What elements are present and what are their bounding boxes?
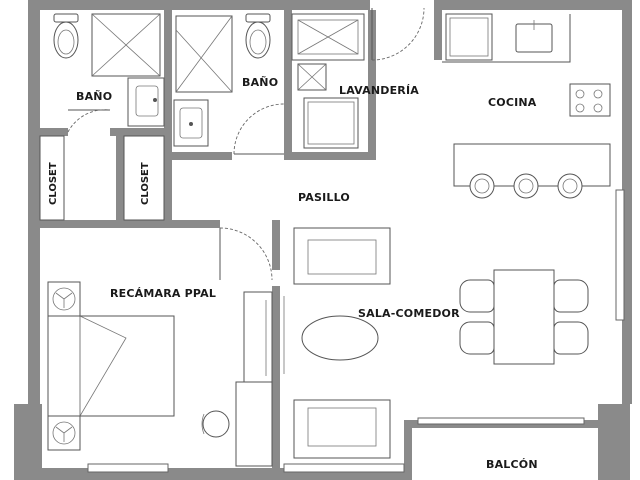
wardrobe-icon [243, 291, 273, 383]
washer-icon [291, 13, 365, 61]
label-bano-2: BAÑO [242, 76, 278, 89]
water-heater-icon [297, 63, 327, 91]
windows [87, 189, 625, 473]
door-bath-1 [67, 109, 111, 133]
desk-icon [235, 381, 273, 467]
dining-table-icon [493, 269, 555, 365]
sink-icon [127, 77, 165, 127]
stove-icon [569, 83, 611, 117]
sofa-top-icon [293, 227, 391, 285]
label-lavanderia: LAVANDERÍA [339, 84, 419, 97]
sofa-bottom-icon [293, 399, 391, 459]
closets [39, 135, 165, 221]
nightstand-top-icon [47, 281, 81, 317]
shower-icon [91, 13, 161, 77]
fridge-icon [445, 13, 493, 61]
nightstand-bottom-icon [47, 415, 81, 451]
label-closet-1: CLOSET [48, 162, 59, 205]
interior-walls [40, 10, 442, 468]
label-closet-2: CLOSET [140, 162, 151, 205]
coffee-table-icon [301, 315, 379, 361]
label-sala-comedor: SALA-COMEDOR [358, 307, 460, 320]
label-recamara: RECÁMARA PPAL [110, 287, 216, 300]
label-cocina: COCINA [488, 96, 537, 109]
living-dining [283, 227, 589, 459]
door-laundry [371, 7, 425, 61]
laundry [291, 7, 425, 149]
room-labels: BAÑO BAÑO LAVANDERÍA COCINA PASILLO RECÁ… [48, 76, 538, 471]
dining-chairs [459, 279, 589, 355]
sink-2-icon [173, 99, 209, 147]
door-bedroom [219, 227, 273, 281]
desk-chair-icon [201, 410, 230, 438]
bedroom [47, 227, 273, 467]
kitchen-sink-icon [515, 20, 553, 53]
kitchen [442, 13, 611, 199]
label-pasillo: PASILLO [298, 191, 350, 204]
bathroom-1 [53, 13, 165, 133]
label-bano-1: BAÑO [76, 90, 112, 103]
exterior-walls [14, 0, 632, 480]
bed-icon [47, 315, 175, 418]
counter [442, 14, 571, 63]
toilet-2-icon [245, 13, 271, 59]
dryer-icon [303, 97, 359, 149]
shower-2-icon [175, 15, 233, 93]
toilet-icon [53, 13, 79, 59]
bar-stools [469, 173, 583, 199]
door-bath-2 [233, 103, 285, 155]
bathroom-2 [173, 13, 285, 155]
label-balcon: BALCÓN [486, 458, 538, 471]
